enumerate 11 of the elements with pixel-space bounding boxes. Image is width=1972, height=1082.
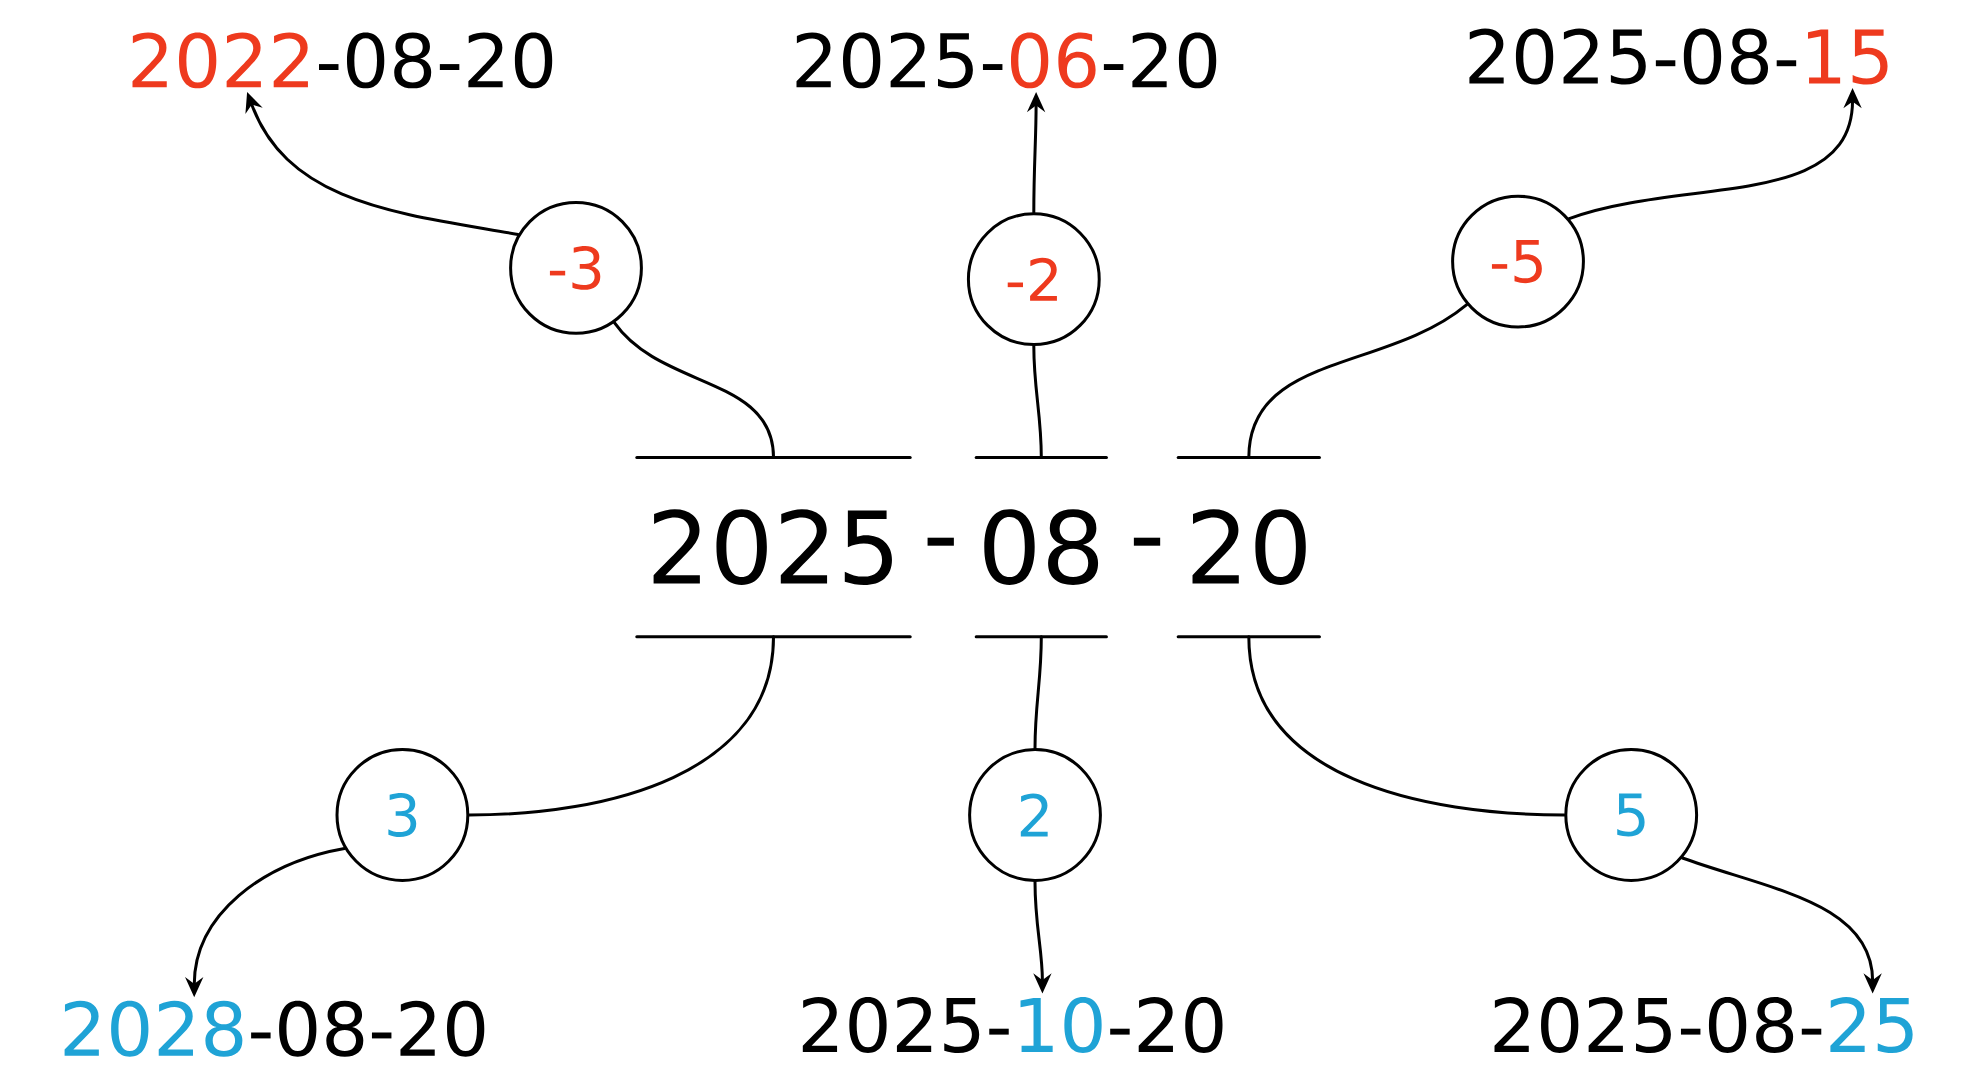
result-date: 2025-08-15 (1469, 28, 1888, 85)
dash: - (927, 537, 954, 546)
result-date: 2025-10-20 (802, 997, 1223, 1054)
dash: - (1133, 537, 1161, 546)
result-date: 2022-08-20 (132, 32, 553, 89)
underlined-date-part: 08 (974, 456, 1108, 639)
result-date: 2028-08-20 (64, 1001, 485, 1057)
underlined-date-part: 2025 (635, 456, 912, 639)
result-date: 2025-08-25 (1494, 997, 1913, 1054)
underlined-date-part: 20 (1176, 456, 1321, 639)
result-date: 2025-06-20 (796, 32, 1217, 89)
